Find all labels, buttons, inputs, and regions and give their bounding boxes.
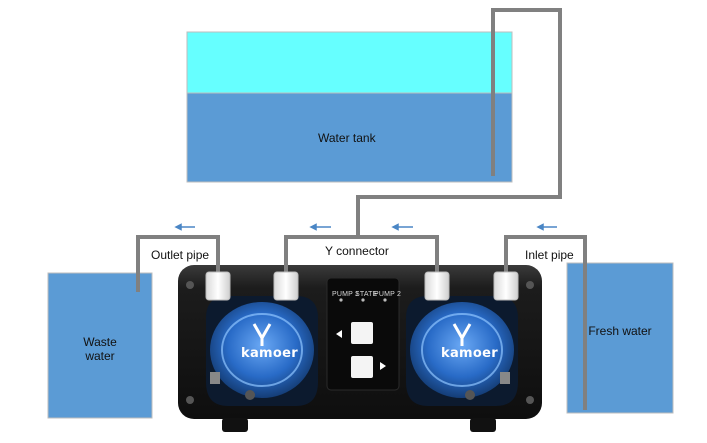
pump-foot-left xyxy=(222,418,248,432)
fitting-right-outlet xyxy=(424,271,450,301)
water-tank xyxy=(186,31,513,183)
panel-pump1-label: PUMP 1 xyxy=(332,291,360,298)
kamoer-logo-icon xyxy=(252,323,272,346)
pump-foot-right xyxy=(470,418,496,432)
inlet-pipe xyxy=(504,235,587,410)
control-button-bottom[interactable] xyxy=(351,356,373,378)
fresh-water-label: Fresh water xyxy=(588,324,652,338)
fitting-inlet xyxy=(493,271,519,301)
screw-icon xyxy=(526,281,534,289)
kamoer-logo-icon xyxy=(452,323,472,346)
y-connector-label: Y connector xyxy=(323,244,391,258)
flow-arrow-y-right xyxy=(391,223,413,231)
tank-pipe xyxy=(356,8,562,222)
knob-icon xyxy=(465,390,475,400)
brand-right: kamoer xyxy=(441,346,498,361)
waste-water-container xyxy=(47,272,153,419)
panel-pump2-label: PUMP 2 xyxy=(374,291,402,298)
fitting-left-inlet xyxy=(273,271,299,301)
pump-head-cover xyxy=(210,302,314,398)
tank-air-region xyxy=(186,31,513,94)
water-tank-label: Water tank xyxy=(318,131,376,145)
flow-arrow-y-left xyxy=(309,223,331,231)
triangle-right-icon xyxy=(380,362,386,370)
y-connector-pipe xyxy=(284,235,439,275)
flow-arrow-inlet xyxy=(536,223,557,231)
tank-water-region xyxy=(186,92,513,183)
pipes xyxy=(136,8,587,410)
brand-left: kamoer xyxy=(241,346,298,361)
screw-icon xyxy=(526,396,534,404)
tube-fittings xyxy=(205,271,519,301)
panel-state-label: STATE xyxy=(355,291,378,298)
control-button-top[interactable] xyxy=(351,322,373,344)
pump-head-cover xyxy=(410,302,514,398)
knob-icon xyxy=(245,390,255,400)
pump-head-left xyxy=(206,296,318,406)
fresh-water-container xyxy=(566,262,674,414)
spring-icon xyxy=(210,372,220,384)
outlet-pipe xyxy=(136,235,220,292)
pump-head-right xyxy=(406,296,518,406)
flow-arrow-outlet xyxy=(174,223,195,231)
screw-icon xyxy=(186,281,194,289)
triangle-left-icon xyxy=(336,330,342,338)
screw-icon xyxy=(186,396,194,404)
outlet-pipe-label: Outlet pipe xyxy=(149,248,212,262)
peristaltic-pump-device xyxy=(178,265,542,432)
spring-icon xyxy=(500,372,510,384)
waste-water-label: Waste water xyxy=(83,335,117,363)
fitting-outlet xyxy=(205,271,231,301)
inlet-pipe-label: Inlet pipe xyxy=(523,248,576,262)
